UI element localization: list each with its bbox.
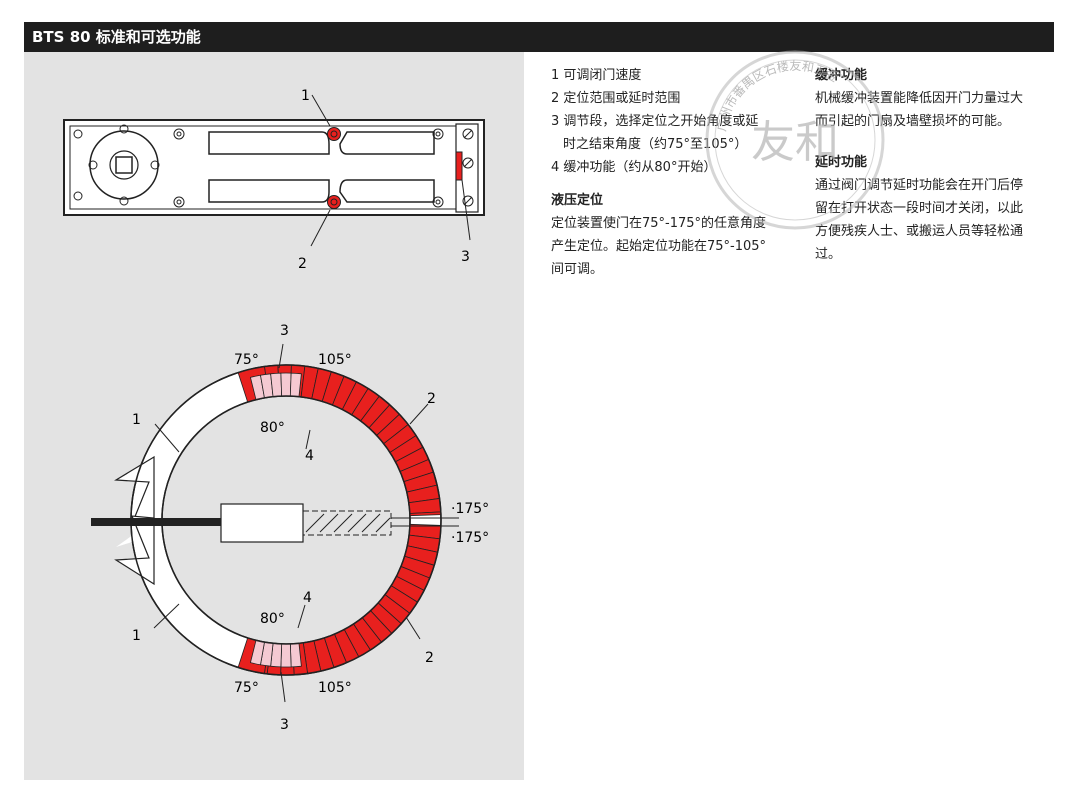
watermark: sl — [530, 780, 550, 808]
buffer-segment — [289, 372, 302, 398]
label-2-ring-top: 2 — [427, 391, 436, 407]
delay-text: 方便残疾人士、或搬运人员等轻松通 — [815, 224, 1024, 239]
label-105-bottom: 105° — [318, 680, 352, 696]
delay-text: 留在打开状态一段时间才关闭，以此 — [815, 201, 1024, 216]
feature-item: 3 调节段，选择定位之开始角度或延 — [551, 114, 759, 129]
label-80-bottom: 80° — [260, 611, 285, 627]
label-2-ring-bottom: 2 — [425, 650, 434, 666]
buffer-text: 而引起的门扇及墙壁损坏的可能。 — [815, 114, 1011, 129]
buffer-segment — [270, 372, 283, 398]
feature-item: 1 可调闭门速度 — [551, 68, 642, 83]
delay-title: 延时功能 — [815, 155, 868, 170]
hydraulic-hold-text: 定位装置使门在75°-175°的任意角度 — [551, 216, 767, 231]
door-closer-drawing: 1 2 3 — [63, 88, 485, 272]
hydraulic-hold-text: 产生定位。起始定位功能在75°-105° — [551, 239, 767, 254]
door-arm — [91, 518, 301, 526]
label-2-top: 2 — [298, 256, 307, 272]
feature-item-continued: 时之结束角度（约75°至105°） — [563, 137, 748, 152]
left-text-column: 1 可调闭门速度 2 定位范围或延时范围 3 调节段，选择定位之开始角度或延 时… — [551, 64, 801, 281]
buffer-segment — [280, 372, 292, 397]
label-75-bottom: 75° — [234, 680, 259, 696]
figure-svg: 1 2 3 — [63, 88, 489, 733]
label-4-ring-bottom: 4 — [303, 590, 312, 606]
label-3-ring-bottom: 3 — [280, 717, 289, 733]
label-80-top: 80° — [260, 420, 285, 436]
label-1-ring-top: 1 — [132, 412, 141, 428]
buffer-text: 机械缓冲装置能降低因开门力量过大 — [815, 91, 1024, 106]
closer-body — [220, 503, 304, 543]
label-3-top: 3 — [461, 249, 470, 265]
delay-text: 通过阀门调节延时功能会在开门后停 — [815, 178, 1024, 193]
hydraulic-hold-title: 液压定位 — [551, 193, 604, 208]
delay-text: 过。 — [815, 247, 842, 262]
label-75-top: 75° — [234, 352, 259, 368]
feature-item: 2 定位范围或延时范围 — [551, 91, 681, 106]
section-title: BTS 80 标准和可选功能 — [32, 28, 201, 46]
label-175-b: ·175° — [451, 530, 489, 546]
label-3-ring-top: 3 — [280, 323, 289, 339]
buffer-segment — [280, 643, 292, 668]
ring-diagram: 3 75° 105° 1 2 80° 4 ·175° ·175° 4 80° 1… — [91, 323, 489, 733]
feature-item: 4 缓冲功能（约从80°开始） — [551, 160, 717, 175]
buffer-title: 缓冲功能 — [815, 68, 868, 83]
label-175-a: ·175° — [451, 501, 489, 517]
buffer-segment — [289, 642, 302, 668]
label-1-top: 1 — [301, 88, 310, 104]
label-1-ring-bottom: 1 — [132, 628, 141, 644]
label-4-ring-top: 4 — [305, 448, 314, 464]
label-105-top: 105° — [318, 352, 352, 368]
section-header: BTS 80 标准和可选功能 — [24, 22, 1054, 52]
hydraulic-hold-text: 间可调。 — [551, 262, 604, 277]
technical-figure: 1 2 3 — [24, 52, 549, 808]
right-text-column: 缓冲功能 机械缓冲装置能降低因开门力量过大 而引起的门扇及墙壁损坏的可能。 延时… — [815, 64, 1060, 266]
